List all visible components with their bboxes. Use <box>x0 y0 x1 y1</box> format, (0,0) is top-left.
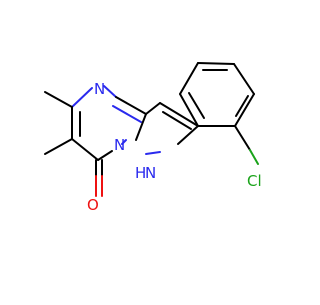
bond-c6-c7 <box>71 138 99 161</box>
bond-ar-cl <box>234 125 251 151</box>
bond-n4-c3a-double <box>103 85 117 98</box>
bond-n1-n7a <box>145 151 161 155</box>
bond-c3-c2-inner <box>162 111 192 130</box>
bond-ar5-ar6 <box>179 93 199 127</box>
bond-c3-c2 <box>159 102 199 127</box>
bond-ar1-ar2 <box>234 93 255 127</box>
bond-n7a-ring <box>121 139 127 145</box>
bond-ar-inner-1 <box>235 95 249 117</box>
bond-n4-c3a-inner <box>112 105 142 123</box>
bond-c3a-c3 <box>145 102 161 115</box>
bond-ar2-ar3 <box>233 63 255 95</box>
bond-c3a-n7a <box>135 113 147 141</box>
bond-c5-methyl <box>44 91 73 108</box>
bond-c3a-carbon <box>115 96 147 115</box>
atom-label-n-bridge: N <box>114 136 125 154</box>
atom-label-n4: N <box>94 80 105 98</box>
bond-c2-n1 <box>177 125 199 145</box>
bond-n4-c5 <box>71 87 93 108</box>
bond-ar3-ar4 <box>197 62 235 65</box>
atom-label-n1: N <box>145 164 156 182</box>
bond-ar4-ar5 <box>179 62 199 95</box>
bond-c6-methyl <box>44 138 73 155</box>
atom-label-o: O <box>87 196 99 214</box>
bond-cl <box>249 149 259 165</box>
atom-label-cl: Cl <box>247 172 262 190</box>
bond-c7-n7a <box>97 150 113 161</box>
bond-ar-inner-3 <box>188 92 205 119</box>
atom-label-h: H <box>135 164 146 182</box>
structure-canvas: N N N H O Cl <box>44 62 262 214</box>
molecule-structure: N N N H O Cl <box>44 62 262 214</box>
